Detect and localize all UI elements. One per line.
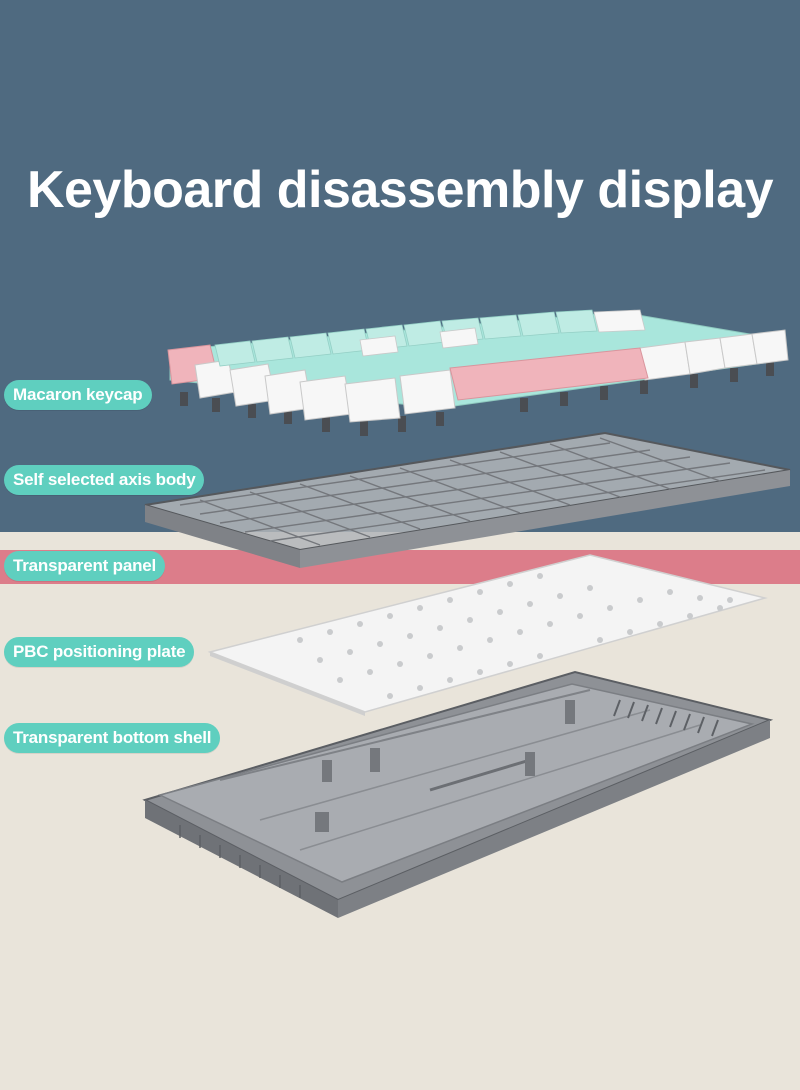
label-transparent-panel: Transparent panel [4,551,166,581]
page-title: Keyboard disassembly display [26,161,774,219]
bottom-shell-illustration [142,670,774,918]
label-pbc-plate: PBC positioning plate [4,637,195,667]
keycaps-illustration [167,309,789,423]
pcb-plate-illustration [207,554,768,716]
label-axis-body: Self selected axis body [4,465,205,495]
label-macaron-keycap: Macaron keycap [4,380,152,410]
transparent-panel-illustration [144,431,791,568]
switches-illustration [180,362,774,436]
top-background [0,0,800,532]
label-bottom-shell: Transparent bottom shell [4,723,221,753]
